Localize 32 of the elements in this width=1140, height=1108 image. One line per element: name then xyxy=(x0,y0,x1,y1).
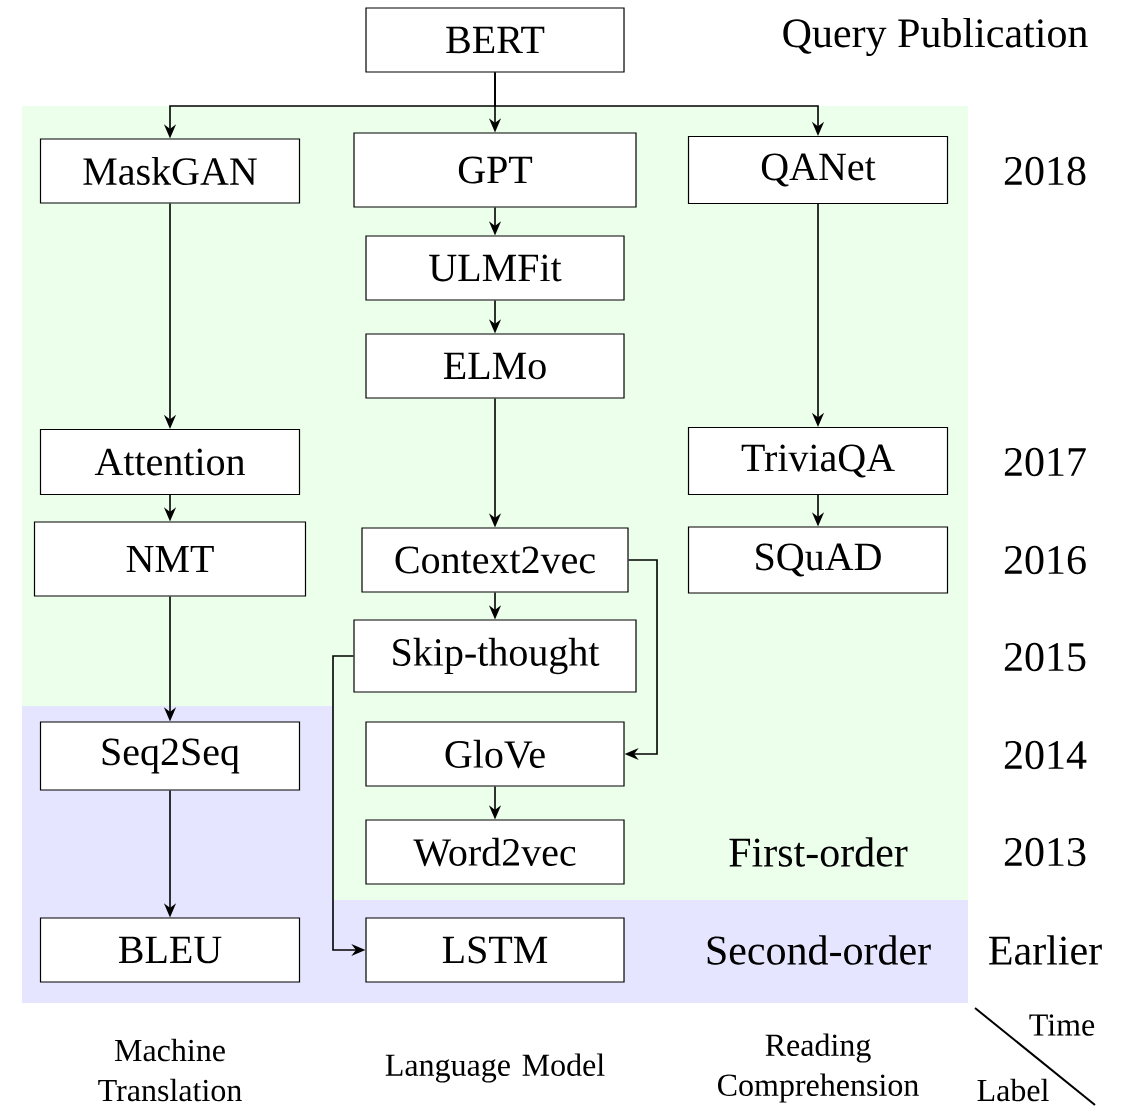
paper-box: Attention xyxy=(39,428,301,496)
paper-box: TriviaQA xyxy=(687,426,949,496)
year-label: 2013 xyxy=(1004,837,1086,867)
paper-box: SQuAD xyxy=(687,526,949,594)
paper-box: NMT xyxy=(33,521,307,597)
paper-box: MaskGAN xyxy=(39,138,301,204)
axis-label: Time xyxy=(1029,1014,1095,1036)
paper-box: Skip-thought xyxy=(353,619,637,693)
order-label: First-order xyxy=(729,837,908,867)
axis-label: Label xyxy=(977,1078,1049,1102)
paper-box: GPT xyxy=(353,132,637,208)
year-label: 2018 xyxy=(1004,156,1086,186)
order-label: Second-order xyxy=(707,935,931,965)
year-label: 2016 xyxy=(1004,545,1086,575)
year-label: 2015 xyxy=(1004,642,1086,672)
paper-box: Seq2Seq xyxy=(39,721,301,791)
year-label: Earlier xyxy=(989,935,1102,965)
column-label: Machine Translation xyxy=(98,1038,242,1102)
heading: Query Publication xyxy=(783,17,1088,57)
year-label: 2017 xyxy=(1004,447,1086,477)
year-label: 2014 xyxy=(1004,740,1087,770)
paper-box: ULMFit xyxy=(365,235,625,301)
paper-box: GloVe xyxy=(365,721,625,787)
paper-box: Word2vec xyxy=(365,819,625,885)
paper-box: Context2vec xyxy=(361,527,629,593)
column-label: Language Model xyxy=(385,1053,605,1083)
paper-box: QANet xyxy=(687,135,949,205)
paper-box: LSTM xyxy=(365,917,625,983)
paper-box: ELMo xyxy=(365,333,625,399)
paper-box: BERT xyxy=(365,7,625,73)
paper-box: BLEU xyxy=(39,917,301,983)
column-label: Reading Comprehension xyxy=(718,1033,919,1103)
